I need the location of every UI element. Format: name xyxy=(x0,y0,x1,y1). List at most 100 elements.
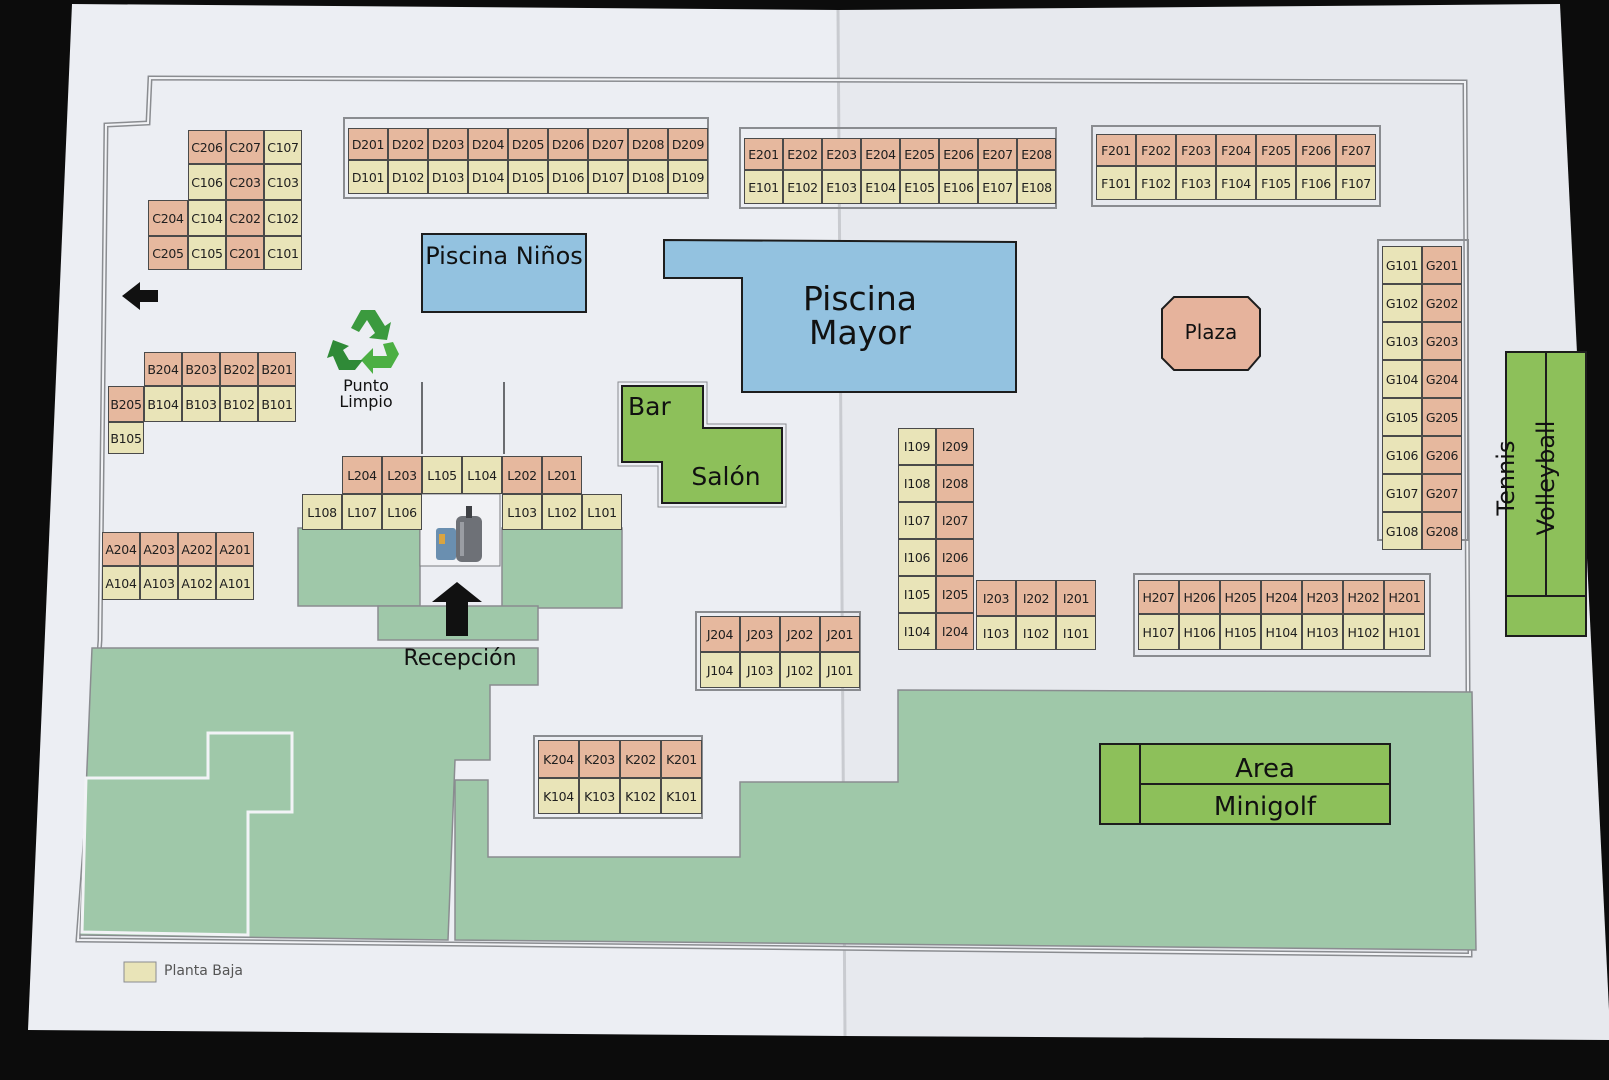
room-f203: F203 xyxy=(1176,134,1216,166)
room-e204: E204 xyxy=(861,138,900,170)
legend-text: Planta Baja xyxy=(164,963,243,979)
room-i207: I207 xyxy=(936,502,974,539)
room-b103: B103 xyxy=(182,386,220,422)
room-l104: L104 xyxy=(462,456,502,494)
room-e201: E201 xyxy=(744,138,783,170)
room-e205: E205 xyxy=(900,138,939,170)
room-d209: D209 xyxy=(668,128,708,160)
room-i109: I109 xyxy=(898,428,936,465)
room-f201: F201 xyxy=(1096,134,1136,166)
room-b105: B105 xyxy=(108,422,144,454)
room-j204: J204 xyxy=(700,616,740,652)
room-d204: D204 xyxy=(468,128,508,160)
plaza xyxy=(1161,296,1261,371)
room-d104: D104 xyxy=(468,160,508,194)
room-i101: I101 xyxy=(1056,616,1096,650)
room-d208: D208 xyxy=(628,128,668,160)
room-h103: H103 xyxy=(1302,614,1343,650)
room-d202: D202 xyxy=(388,128,428,160)
room-l107: L107 xyxy=(342,494,382,530)
arrow-left-icon xyxy=(122,282,158,310)
room-i105: I105 xyxy=(898,576,936,613)
room-i209: I209 xyxy=(936,428,974,465)
bar-text: Bar xyxy=(628,392,671,421)
room-k102: K102 xyxy=(620,778,661,814)
room-e202: E202 xyxy=(783,138,822,170)
room-e104: E104 xyxy=(861,170,900,204)
room-b101: B101 xyxy=(258,386,296,422)
room-f107: F107 xyxy=(1336,166,1376,200)
room-g103: G103 xyxy=(1382,322,1422,360)
room-d205: D205 xyxy=(508,128,548,160)
room-h204: H204 xyxy=(1261,580,1302,614)
room-g207: G207 xyxy=(1422,474,1462,512)
recycle-text-2: Limpio xyxy=(339,392,393,412)
room-d102: D102 xyxy=(388,160,428,194)
room-i205: I205 xyxy=(936,576,974,613)
room-j101: J101 xyxy=(820,652,860,688)
room-b202: B202 xyxy=(220,352,258,386)
room-f205: F205 xyxy=(1256,134,1296,166)
room-g208: G208 xyxy=(1422,512,1462,550)
room-a202: A202 xyxy=(178,532,216,566)
room-k204: K204 xyxy=(538,740,579,778)
room-h206: H206 xyxy=(1179,580,1220,614)
room-a103: A103 xyxy=(140,566,178,600)
room-h207: H207 xyxy=(1138,580,1179,614)
bar-salon-frame xyxy=(617,381,787,508)
room-l202: L202 xyxy=(502,456,542,494)
room-c206: C206 xyxy=(188,130,226,164)
room-l103: L103 xyxy=(502,494,542,530)
room-l101: L101 xyxy=(582,494,622,530)
reception-label: Recepción xyxy=(382,647,538,670)
room-i104: I104 xyxy=(898,613,936,650)
room-d203: D203 xyxy=(428,128,468,160)
room-i106: I106 xyxy=(898,539,936,576)
room-c107: C107 xyxy=(264,130,302,164)
minigolf-text-1: Area xyxy=(1235,754,1295,784)
room-c205: C205 xyxy=(148,236,188,270)
room-f101: F101 xyxy=(1096,166,1136,200)
room-c106: C106 xyxy=(188,164,226,200)
room-e106: E106 xyxy=(939,170,978,204)
room-a104: A104 xyxy=(102,566,140,600)
room-g107: G107 xyxy=(1382,474,1422,512)
room-g105: G105 xyxy=(1382,398,1422,436)
room-c105: C105 xyxy=(188,236,226,270)
room-h205: H205 xyxy=(1220,580,1261,614)
arrow-up-icon xyxy=(432,582,482,636)
room-i204: I204 xyxy=(936,613,974,650)
pool-kids xyxy=(421,233,587,313)
room-h203: H203 xyxy=(1302,580,1343,614)
room-j203: J203 xyxy=(740,616,780,652)
room-f206: F206 xyxy=(1296,134,1336,166)
room-k203: K203 xyxy=(579,740,620,778)
room-b205: B205 xyxy=(108,386,144,422)
salon-label: Salón xyxy=(676,464,776,490)
room-a204: A204 xyxy=(102,532,140,566)
room-e103: E103 xyxy=(822,170,861,204)
room-g204: G204 xyxy=(1422,360,1462,398)
room-c103: C103 xyxy=(264,164,302,200)
garden-cutout xyxy=(80,731,294,937)
room-f106: F106 xyxy=(1296,166,1336,200)
room-a201: A201 xyxy=(216,532,254,566)
room-e207: E207 xyxy=(978,138,1017,170)
room-d207: D207 xyxy=(588,128,628,160)
room-i203: I203 xyxy=(976,580,1016,616)
room-g108: G108 xyxy=(1382,512,1422,550)
room-d103: D103 xyxy=(428,160,468,194)
room-d201: D201 xyxy=(348,128,388,160)
room-g106: G106 xyxy=(1382,436,1422,474)
room-a203: A203 xyxy=(140,532,178,566)
room-g203: G203 xyxy=(1422,322,1462,360)
pool-kids-text: Piscina Niños xyxy=(425,242,583,270)
room-b203: B203 xyxy=(182,352,220,386)
room-i102: I102 xyxy=(1016,616,1056,650)
room-c202: C202 xyxy=(226,200,264,236)
room-e107: E107 xyxy=(978,170,1017,204)
room-g202: G202 xyxy=(1422,284,1462,322)
volleyball-text: Volleyball xyxy=(1532,420,1560,536)
room-e208: E208 xyxy=(1017,138,1056,170)
room-j102: J102 xyxy=(780,652,820,688)
